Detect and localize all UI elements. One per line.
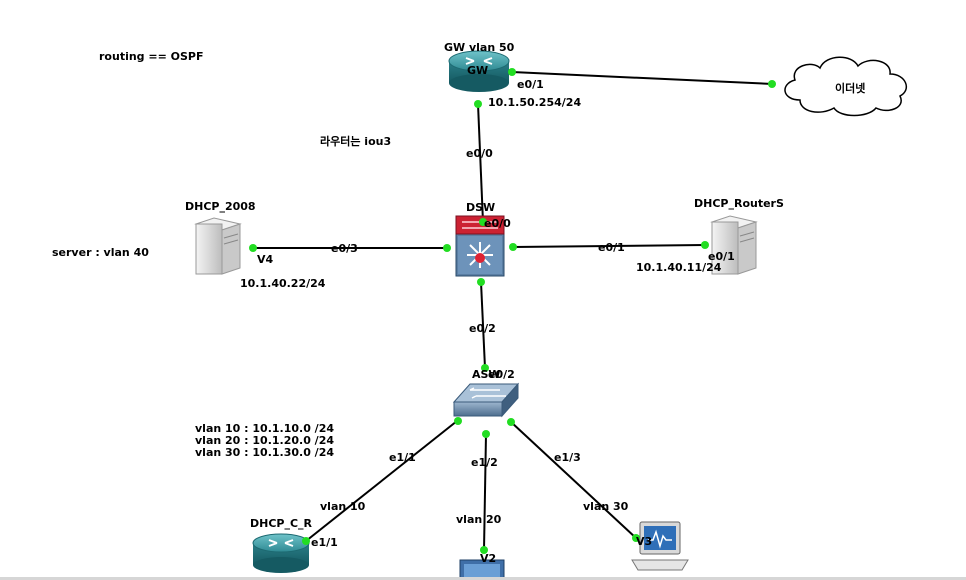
link-asw-v3[interactable] bbox=[510, 421, 637, 539]
port-dot bbox=[481, 364, 489, 372]
asw-label: ASW bbox=[472, 368, 501, 381]
link-gw-dsw[interactable] bbox=[477, 103, 484, 223]
port-dot bbox=[454, 417, 462, 425]
port-dot bbox=[768, 80, 776, 88]
port-label-dsw-e01: e0/1 bbox=[598, 241, 625, 254]
port-dot bbox=[508, 68, 516, 76]
dhcp-routers-ip-label: 10.1.40.11/24 bbox=[636, 261, 722, 274]
port-dot bbox=[632, 534, 640, 542]
internet-label: 이더넷 bbox=[835, 82, 866, 95]
link-dsw-dhcp-routers[interactable] bbox=[512, 244, 706, 248]
vlan10-note: vlan 10 : 10.1.10.0 /24 bbox=[195, 422, 335, 435]
port-label-asw-e13: e1/3 bbox=[554, 451, 581, 464]
dhcp-c-r-label: DHCP_C_R bbox=[250, 517, 313, 530]
port-dot bbox=[509, 243, 517, 251]
gw-ip-label: 10.1.50.254/24 bbox=[488, 96, 582, 109]
bottom-scroll-edge bbox=[0, 577, 966, 580]
port-dot bbox=[507, 418, 515, 426]
port-label-dsw-e03: e0/3 bbox=[331, 242, 358, 255]
dhcp2008-ip-label: 10.1.40.22/24 bbox=[240, 277, 326, 290]
port-dot bbox=[443, 244, 451, 252]
vlan30-note: vlan 30 : 10.1.30.0 /24 bbox=[195, 446, 335, 459]
v2-label: V2 bbox=[480, 552, 497, 565]
port-label-dhcp-c-r-e11: e1/1 bbox=[311, 536, 338, 549]
link-endpoint-dots bbox=[249, 68, 776, 554]
link-label-vlan30: vlan 30 bbox=[583, 500, 629, 513]
port-dot bbox=[249, 244, 257, 252]
links bbox=[252, 71, 774, 551]
port-label-asw-e02: e0/2 bbox=[488, 368, 515, 381]
port-dot bbox=[701, 241, 709, 249]
dhcp2008-label: DHCP_2008 bbox=[185, 200, 256, 213]
port-label-gw-dsw-e00: e0/0 bbox=[466, 147, 493, 160]
link-label-vlan20: vlan 20 bbox=[456, 513, 502, 526]
vlan20-note: vlan 20 : 10.1.20.0 /24 bbox=[195, 434, 335, 447]
port-label-dhcp-routers-e01: e0/1 bbox=[708, 250, 735, 263]
internet-cloud-icon[interactable] bbox=[784, 56, 908, 117]
server-icon-dhcp-routers[interactable] bbox=[710, 215, 758, 275]
port-dot bbox=[479, 218, 487, 226]
port-dot bbox=[482, 430, 490, 438]
server-vlan-note: server : vlan 40 bbox=[52, 246, 149, 259]
l3-switch-icon-dsw[interactable] bbox=[455, 215, 505, 277]
port-dot bbox=[480, 546, 488, 554]
port-dot bbox=[477, 278, 485, 286]
port-label-gw-e01: e0/1 bbox=[517, 78, 544, 91]
monitor-icon-v3[interactable] bbox=[631, 521, 689, 571]
routing-note: routing == OSPF bbox=[99, 50, 204, 63]
port-label-dsw-e02: e0/2 bbox=[469, 322, 496, 335]
link-gw-internet[interactable] bbox=[511, 71, 774, 85]
server-icon-dhcp2008[interactable] bbox=[194, 217, 242, 275]
port-dot bbox=[302, 537, 310, 545]
port-label-asw-e11: e1/1 bbox=[389, 451, 416, 464]
gw-icon-label: GW bbox=[467, 64, 489, 77]
switch-icon-asw[interactable] bbox=[452, 382, 520, 418]
port-dot bbox=[474, 100, 482, 108]
pc-icon-v2[interactable] bbox=[459, 559, 505, 580]
gw-title-label: GW vlan 50 bbox=[444, 41, 515, 54]
router-icon-gw[interactable] bbox=[448, 50, 510, 92]
dhcp2008-tag-label: V4 bbox=[257, 253, 274, 266]
dsw-label: DSW bbox=[466, 201, 496, 214]
port-label-dsw-e00: e0/0 bbox=[484, 217, 511, 230]
port-label-asw-e12: e1/2 bbox=[471, 456, 498, 469]
v3-label: V3 bbox=[636, 535, 653, 548]
router-icon-dhcp-c-r[interactable] bbox=[252, 533, 310, 573]
router-image-note: 라우터는 iou3 bbox=[320, 135, 392, 148]
link-label-vlan10: vlan 10 bbox=[320, 500, 366, 513]
dhcp-routers-label: DHCP_RouterS bbox=[694, 197, 784, 210]
link-asw-v2[interactable] bbox=[483, 433, 487, 551]
link-asw-dhcp-c-r[interactable] bbox=[305, 420, 458, 542]
link-dsw-asw[interactable] bbox=[480, 281, 486, 369]
